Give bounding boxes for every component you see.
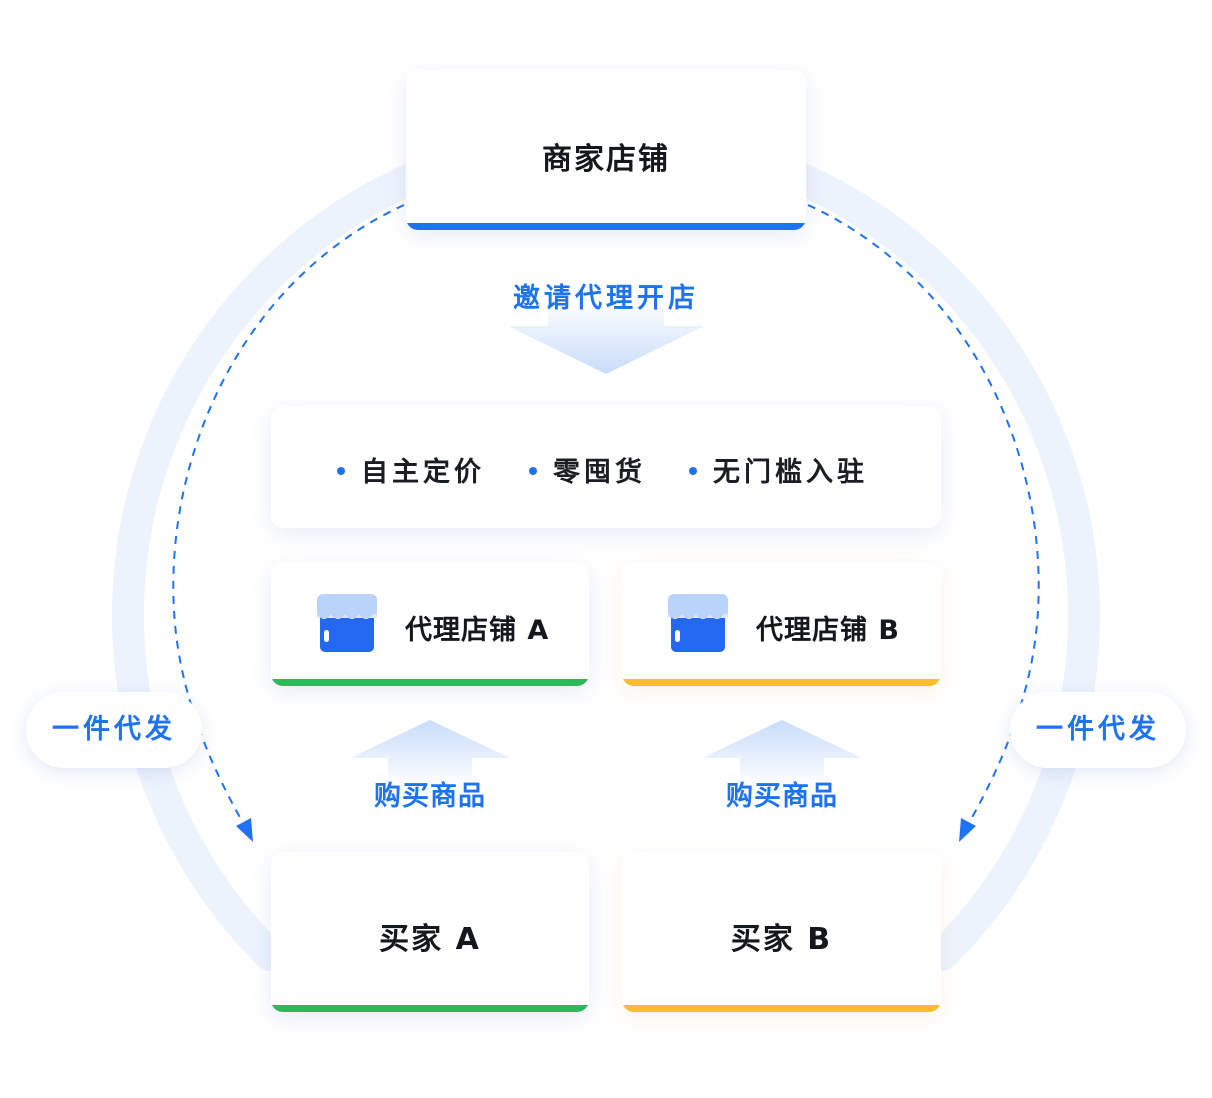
buyer-name: 买家 B xyxy=(730,922,833,957)
buyer-a-accent-bar xyxy=(271,1005,589,1012)
buy-up-arrow-a xyxy=(350,720,510,786)
arrow-head-right xyxy=(959,818,976,842)
buy-up-arrow-b xyxy=(702,720,862,786)
feature-text: 无门槛入驻 xyxy=(713,457,868,488)
outer-ring xyxy=(112,121,1100,971)
feature-item: 无门槛入驻 xyxy=(689,450,868,489)
agent-store-card-b: 代理店铺 B xyxy=(622,562,941,686)
store-icon xyxy=(317,594,377,652)
agent-a-accent-bar xyxy=(271,679,589,686)
agent-store-card-a: 代理店铺 A xyxy=(271,562,589,686)
arrow-head-left xyxy=(236,818,253,842)
agent-store-name: 代理店铺 B xyxy=(756,615,900,646)
store-icon xyxy=(668,594,728,652)
buy-label-b: 购买商品 xyxy=(726,781,838,812)
dashed-arc-left xyxy=(172,204,405,829)
bullet-dot-icon xyxy=(337,466,345,475)
agent-b-accent-bar xyxy=(622,679,941,686)
invite-label: 邀请代理开店 xyxy=(513,283,699,314)
buyer-card-a: 买家 A xyxy=(271,852,589,1012)
buy-label-a: 购买商品 xyxy=(374,781,486,812)
features-card: 自主定价 零囤货 无门槛入驻 xyxy=(271,406,941,528)
merchant-title: 商家店铺 xyxy=(542,142,670,177)
agent-store-name: 代理店铺 A xyxy=(405,615,550,646)
feature-text: 自主定价 xyxy=(361,457,485,488)
merchant-card: 商家店铺 xyxy=(406,70,806,230)
dropship-pill-left: 一件代发 xyxy=(26,692,202,768)
feature-item: 自主定价 xyxy=(337,450,485,489)
feature-item: 零囤货 xyxy=(529,450,646,489)
merchant-accent-bar xyxy=(406,223,806,230)
dashed-arc-right xyxy=(807,204,1040,829)
buyer-card-b: 买家 B xyxy=(622,852,941,1012)
invite-down-arrow xyxy=(508,300,704,374)
dropship-pill-right: 一件代发 xyxy=(1010,692,1186,768)
buyer-name: 买家 A xyxy=(379,922,481,957)
bullet-dot-icon xyxy=(689,466,697,475)
feature-text: 零囤货 xyxy=(553,457,646,488)
bullet-dot-icon xyxy=(529,466,537,475)
buyer-b-accent-bar xyxy=(622,1005,941,1012)
